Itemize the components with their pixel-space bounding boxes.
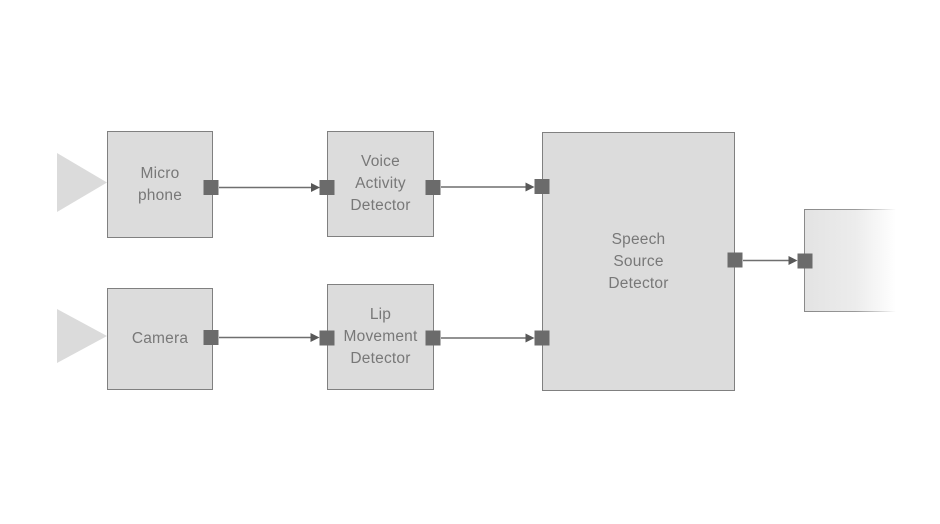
node-output-top-border <box>805 209 896 210</box>
node-camera-label: Camera <box>131 330 189 347</box>
node-voice-activity-detector-label: Voice Activity Detector <box>350 153 411 214</box>
node-lip-movement-detector: Lip Movement Detector <box>327 284 434 390</box>
node-output-faded <box>804 209 896 312</box>
arrowhead-vad-to-ssd-icon <box>525 182 535 192</box>
arrowhead-ssd-to-output-icon <box>788 256 798 265</box>
camera-input-triangle-icon <box>57 309 107 363</box>
node-speech-source-detector: Speech Source Detector <box>542 132 735 391</box>
arrowhead-lmd-to-ssd-icon <box>525 333 535 343</box>
arrowhead-microphone-to-vad-icon <box>311 183 320 192</box>
arrowhead-camera-to-lmd-icon <box>310 333 320 342</box>
node-output-bottom-border <box>805 311 896 312</box>
microphone-input-triangle-icon <box>57 153 107 212</box>
node-microphone-label: Micro phone <box>137 164 183 204</box>
node-microphone: Micro phone <box>107 131 213 238</box>
node-voice-activity-detector: Voice Activity Detector <box>327 131 434 237</box>
node-lip-movement-detector-label: Lip Movement Detector <box>343 306 418 367</box>
node-speech-source-detector-label: Speech Source Detector <box>608 230 669 292</box>
node-camera: Camera <box>107 288 213 390</box>
